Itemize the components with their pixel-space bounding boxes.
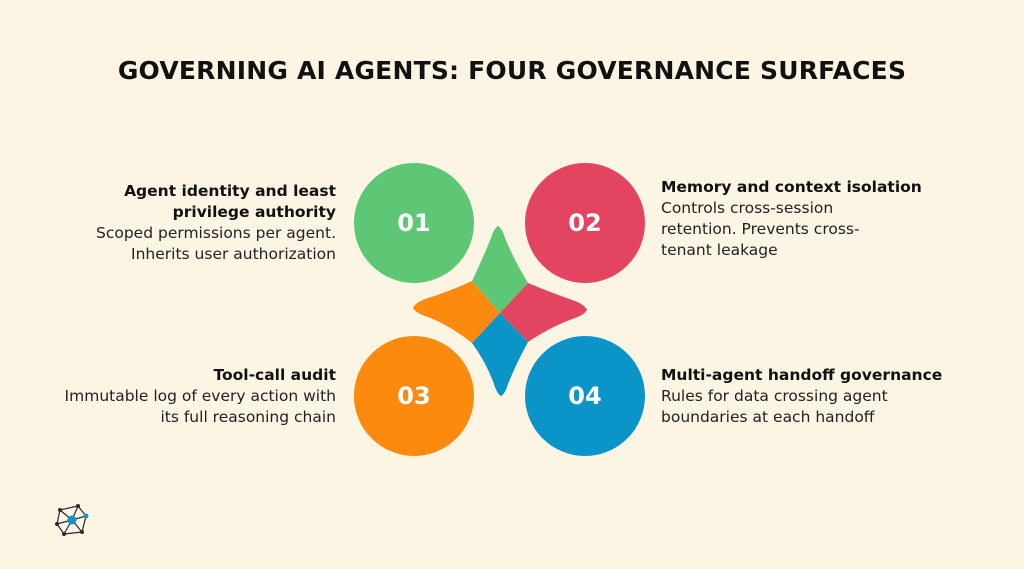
surface-02-desc-line1: Controls cross-session (661, 199, 834, 217)
network-node-logo-icon (55, 504, 89, 536)
petal-blue (472, 313, 528, 396)
surface-01-desc-line1: Scoped permissions per agent. (96, 224, 337, 242)
circle-02: 02 (525, 163, 645, 283)
circle-01: 01 (354, 163, 474, 283)
circle-02-number: 02 (568, 209, 602, 237)
petal-green (472, 226, 528, 313)
surface-01-heading-line1: Agent identity and least (124, 182, 336, 200)
surface-04-desc-line2: boundaries at each handoff (661, 408, 875, 426)
surface-02-desc-line3: tenant leakage (661, 241, 778, 259)
surface-04-desc-line1: Rules for data crossing agent (661, 387, 888, 405)
surface-01-heading-line2: privilege authority (172, 203, 336, 221)
surface-04-heading: Multi-agent handoff governance (661, 366, 943, 384)
surface-03-desc-line2: its full reasoning chain (160, 408, 336, 426)
surface-03-heading: Tool-call audit (213, 366, 336, 384)
surface-02-text: Memory and context isolation Controls cr… (661, 177, 922, 261)
surface-03-desc-line1: Immutable log of every action with (64, 387, 336, 405)
surface-04-text: Multi-agent handoff governance Rules for… (661, 365, 961, 428)
circle-04: 04 (525, 336, 645, 456)
surface-02-desc-line2: retention. Prevents cross- (661, 220, 860, 238)
page-title: GOVERNING AI AGENTS: FOUR GOVERNANCE SUR… (117, 56, 907, 85)
surface-02-heading: Memory and context isolation (661, 178, 922, 196)
surface-01-text: Agent identity and least privilege autho… (96, 181, 336, 265)
circle-03-number: 03 (397, 382, 431, 410)
circle-03: 03 (354, 336, 474, 456)
surface-03-text: Tool-call audit Immutable log of every a… (16, 365, 336, 428)
petal-pink (500, 283, 587, 342)
surface-01-desc-line2: Inherits user authorization (131, 245, 336, 263)
circle-01-number: 01 (397, 209, 431, 237)
circle-04-number: 04 (568, 382, 602, 410)
petal-orange (413, 281, 500, 343)
